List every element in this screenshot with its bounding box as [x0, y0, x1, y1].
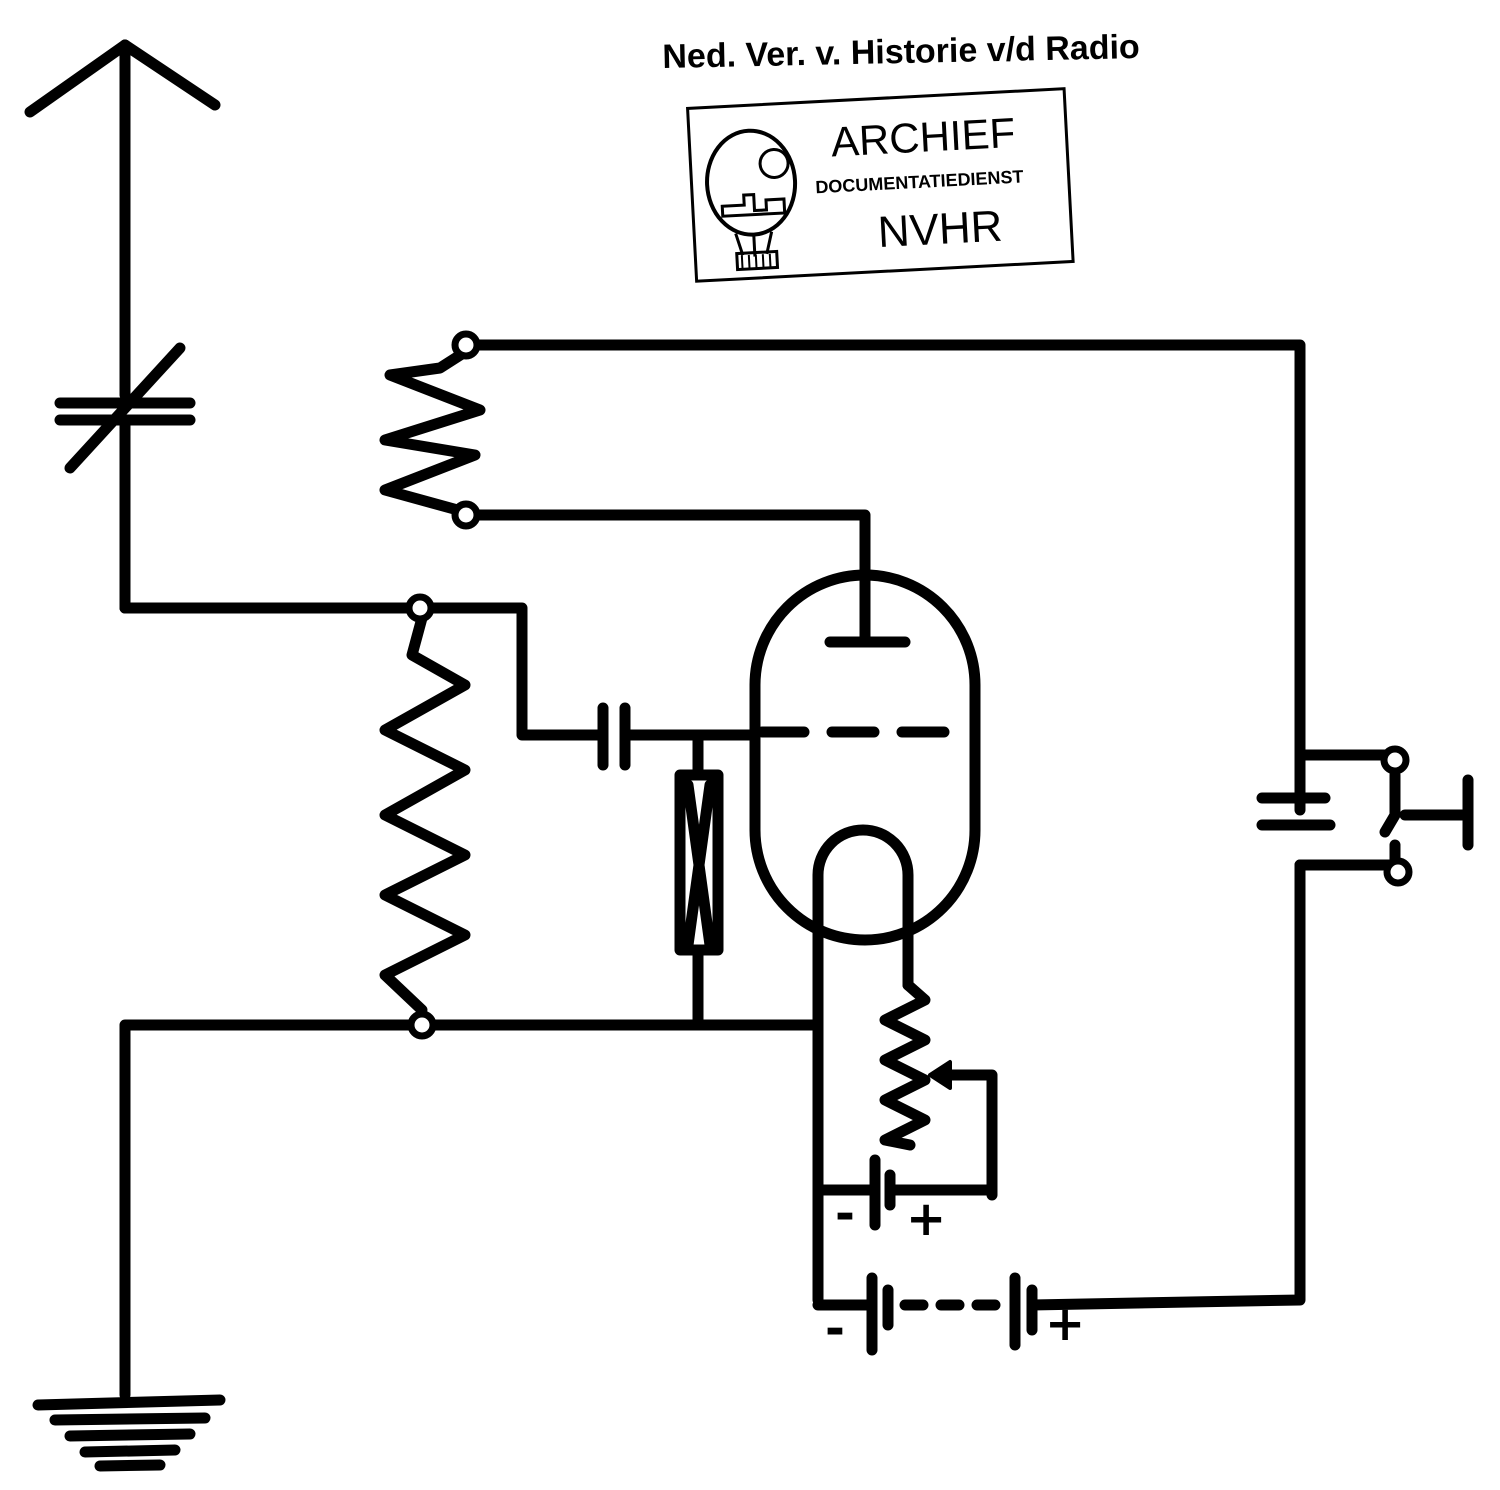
valve-envelope	[749, 569, 981, 946]
antenna-symbol	[24, 39, 221, 401]
valve-anode	[470, 509, 911, 648]
telephone-bypass-capacitor	[1256, 792, 1336, 831]
reaction-coil-terminal-bottom	[451, 500, 481, 530]
telephone-terminal-top	[1380, 745, 1410, 775]
variable-capacitor	[54, 342, 196, 614]
reaction-coil-terminal-top	[451, 330, 481, 360]
telephone-terminals-wiring	[1294, 749, 1401, 871]
plate-circuit-wire	[472, 339, 1306, 816]
telephone-receiver-icon	[1399, 774, 1474, 851]
filament-battery-minus-label: -	[835, 1186, 855, 1242]
telephone-terminal-bottom	[1383, 857, 1413, 887]
coil-terminal-bottom	[407, 1010, 437, 1040]
archive-stamp: ARCHIEF DOCUMENTATIEDIENST NVHR	[686, 87, 1075, 283]
filament-battery-plus-label: +	[906, 1191, 947, 1247]
reaction-coil	[379, 346, 486, 518]
high-tension-minus-label: -	[825, 1301, 845, 1357]
tuning-coil	[379, 612, 471, 1016]
radio-valve-logo-icon	[705, 128, 798, 272]
valve-filament	[812, 824, 914, 1306]
high-tension-battery	[812, 859, 1306, 1356]
coil-terminal-top	[405, 593, 435, 623]
rheostat-wiper-arrow-icon	[928, 1060, 952, 1090]
filament-rheostat	[879, 979, 931, 1151]
grid-leak-resistor	[674, 729, 724, 1028]
grid-capacitor	[597, 702, 758, 771]
earth-return-wire	[119, 1019, 824, 1401]
grid-lead-wire	[424, 602, 604, 741]
earth-ground-icon	[32, 1394, 226, 1472]
filament-battery	[812, 1154, 998, 1231]
high-tension-plus-label: +	[1045, 1296, 1086, 1352]
rheostat-wiper	[939, 1069, 998, 1201]
